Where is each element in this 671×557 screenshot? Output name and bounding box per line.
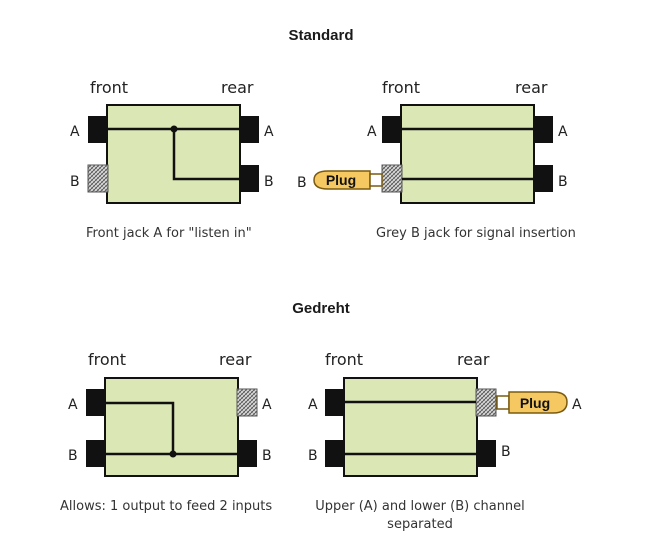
- caption-line-2: separated: [387, 517, 453, 532]
- rear-jack-a: [533, 116, 553, 143]
- wire-a-normal: [106, 401, 175, 454]
- rear-label: rear: [515, 78, 548, 97]
- section-title-gedreht: Gedreht: [292, 300, 350, 317]
- gedreht-right-diagram: front rear A B A B Plug Upper (A) and lo…: [308, 350, 582, 532]
- junction-dot: [169, 450, 177, 458]
- jack-label-a-front: A: [70, 124, 80, 140]
- junction-dot: [170, 125, 178, 133]
- front-jack-a: [382, 116, 402, 143]
- front-jack-b-grey: [87, 164, 109, 193]
- jack-label-b-rear: B: [262, 448, 272, 464]
- rear-jack-a-grey: [236, 388, 258, 417]
- section-title-standard: Standard: [288, 27, 353, 44]
- front-jack-a: [325, 389, 345, 416]
- jack-label-b-front: B: [70, 174, 80, 190]
- standard-left-diagram: front rear A B A B Front jack A for "lis…: [70, 78, 274, 241]
- plug: Plug: [313, 170, 383, 190]
- rear-jack-b: [237, 440, 257, 467]
- jack-label-a-rear: A: [558, 124, 568, 140]
- patch-box: [343, 377, 478, 477]
- rear-label: rear: [221, 78, 254, 97]
- patch-box: [104, 377, 239, 477]
- jack-label-a-rear: A: [262, 397, 272, 413]
- jack-label-b-rear: B: [558, 174, 568, 190]
- caption: Allows: 1 output to feed 2 inputs: [60, 499, 272, 514]
- jack-label-a-rear: A: [572, 397, 582, 413]
- jack-label-a-front: A: [308, 397, 318, 413]
- front-jack-b: [325, 440, 345, 467]
- rear-jack-a: [239, 116, 259, 143]
- front-label: front: [90, 78, 128, 97]
- jack-label-a-rear: A: [264, 124, 274, 140]
- rear-jack-a-grey: [475, 388, 497, 417]
- front-jack-a: [86, 389, 106, 416]
- rear-jack-b: [476, 440, 496, 467]
- jack-label-b-front: B: [68, 448, 78, 464]
- gedreht-left-diagram: front rear A B A B Allows: 1 output to f…: [60, 350, 272, 514]
- jack-label-b-rear: B: [501, 444, 511, 460]
- front-label: front: [325, 350, 363, 369]
- caption: Front jack A for "listen in": [86, 226, 252, 241]
- front-label: front: [382, 78, 420, 97]
- jack-label-b-rear: B: [264, 174, 274, 190]
- jack-label-b-front: B: [297, 175, 307, 191]
- patch-box: [400, 104, 535, 204]
- jack-label-b-front: B: [308, 448, 318, 464]
- rear-jack-b: [239, 165, 259, 192]
- front-jack-b-grey: [381, 164, 403, 193]
- caption: Grey B jack for signal insertion: [376, 226, 576, 241]
- rear-label: rear: [457, 350, 490, 369]
- front-label: front: [88, 350, 126, 369]
- standard-right-diagram: front rear A B A B Plug Grey B jack for …: [297, 78, 576, 241]
- jack-label-a-front: A: [367, 124, 377, 140]
- front-jack-a: [88, 116, 108, 143]
- front-jack-b: [86, 440, 106, 467]
- rear-label: rear: [219, 350, 252, 369]
- jack-label-a-front: A: [68, 397, 78, 413]
- plug: Plug: [496, 391, 568, 414]
- wire-normal: [172, 129, 239, 181]
- rear-jack-b: [533, 165, 553, 192]
- plug-label: Plug: [326, 172, 356, 188]
- caption-line-1: Upper (A) and lower (B) channel: [315, 499, 525, 514]
- plug-label: Plug: [520, 395, 550, 411]
